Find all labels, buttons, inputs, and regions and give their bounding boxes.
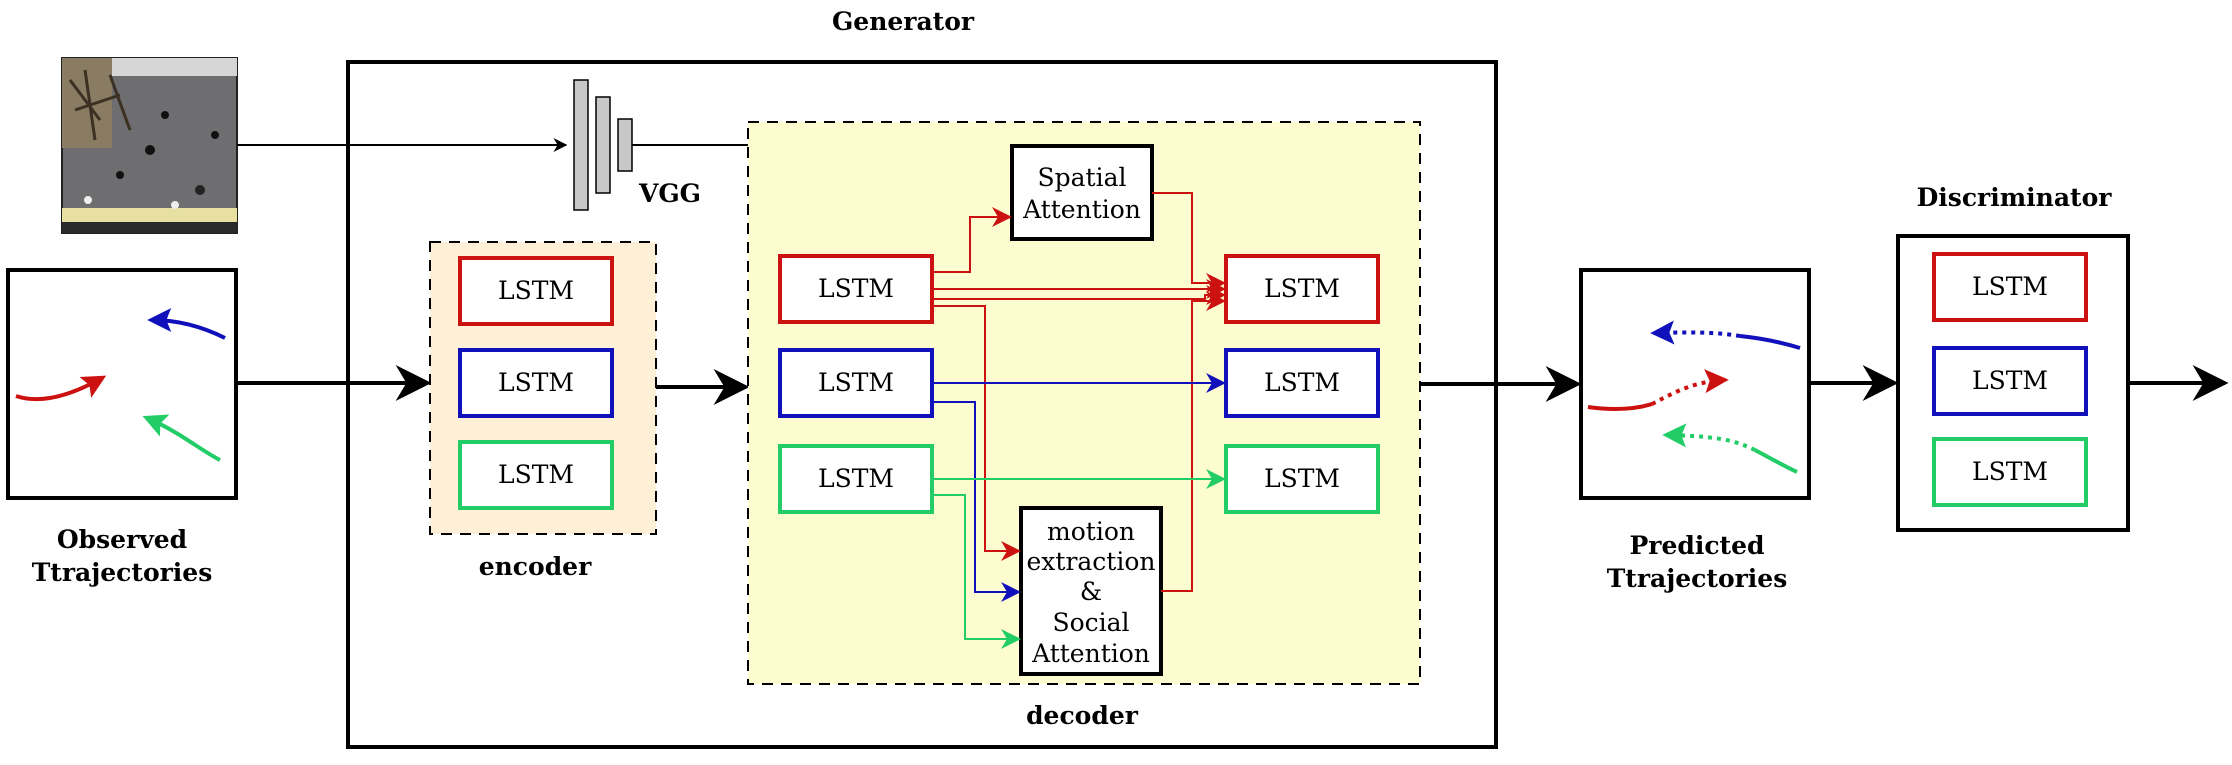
discriminator-lstm-blue: LSTM: [1932, 346, 2088, 416]
predicted-green-observed: [1754, 448, 1798, 474]
discriminator-lstm-green: LSTM: [1932, 437, 2088, 507]
svg-text:LSTM: LSTM: [818, 368, 894, 397]
decoder-input-lstm-blue: LSTM: [778, 348, 934, 418]
svg-text:LSTM: LSTM: [818, 274, 894, 303]
spatial-attention-box: Spatial Attention: [1010, 144, 1154, 241]
decoder-label: decoder: [1026, 701, 1139, 730]
decoder-input-lstm-red: LSTM: [778, 254, 934, 324]
predicted-blue-observed: [1739, 334, 1801, 350]
encoder-lstm-green: LSTM: [458, 440, 614, 510]
svg-text:extraction: extraction: [1027, 547, 1156, 576]
encoder-lstm-blue: LSTM: [458, 348, 614, 418]
encoder-label: encoder: [479, 552, 592, 581]
svg-text:LSTM: LSTM: [1264, 274, 1340, 303]
vgg-label: VGG: [638, 179, 701, 208]
encoder-lstm-red: LSTM: [458, 256, 614, 326]
svg-text:LSTM: LSTM: [1972, 366, 2048, 395]
generator-box: [346, 60, 1498, 749]
green-connections: [932, 469, 1226, 649]
generator-title: Generator: [832, 7, 975, 36]
red-connections: [932, 192, 1226, 592]
observed-blue-trajectory: [147, 308, 226, 340]
decoder-output-lstm-blue: LSTM: [1224, 348, 1380, 418]
decoder-output-lstm-red: LSTM: [1224, 254, 1380, 324]
discriminator-title: Discriminator: [1917, 183, 2113, 212]
svg-text:&: &: [1080, 577, 1102, 606]
svg-text:LSTM: LSTM: [818, 464, 894, 493]
lstm-label: LSTM: [498, 276, 574, 305]
observed-green-trajectory: [142, 414, 221, 462]
vgg-icon: [573, 79, 633, 211]
predicted-blue-future: [1650, 320, 1741, 345]
observed-label-line1: Observed: [57, 525, 187, 554]
svg-text:LSTM: LSTM: [1972, 457, 2048, 486]
svg-text:LSTM: LSTM: [1264, 464, 1340, 493]
scene-image-icon: [61, 57, 238, 234]
svg-text:Social: Social: [1052, 608, 1129, 637]
svg-text:Spatial: Spatial: [1038, 163, 1127, 192]
lstm-label: LSTM: [498, 368, 574, 397]
svg-text:LSTM: LSTM: [1264, 368, 1340, 397]
svg-text:motion: motion: [1047, 517, 1135, 546]
blue-connections: [932, 373, 1226, 602]
observed-label-line2: Ttrajectories: [32, 558, 213, 587]
predicted-red-observed: [1587, 402, 1653, 411]
predicted-label-line2: Ttrajectories: [1607, 564, 1788, 593]
decoder-output-lstm-green: LSTM: [1224, 444, 1380, 514]
predicted-label-line1: Predicted: [1629, 531, 1764, 560]
observed-red-trajectory: [15, 375, 107, 402]
lstm-label: LSTM: [498, 460, 574, 489]
svg-text:Attention: Attention: [1031, 639, 1150, 668]
decoder-input-lstm-green: LSTM: [778, 444, 934, 514]
discriminator-lstm-red: LSTM: [1932, 252, 2088, 322]
observed-trajectories-box: [6, 268, 238, 500]
motion-social-attention-box: motion extraction & Social Attention: [1019, 506, 1163, 676]
svg-text:Attention: Attention: [1022, 195, 1141, 224]
svg-text:LSTM: LSTM: [1972, 272, 2048, 301]
